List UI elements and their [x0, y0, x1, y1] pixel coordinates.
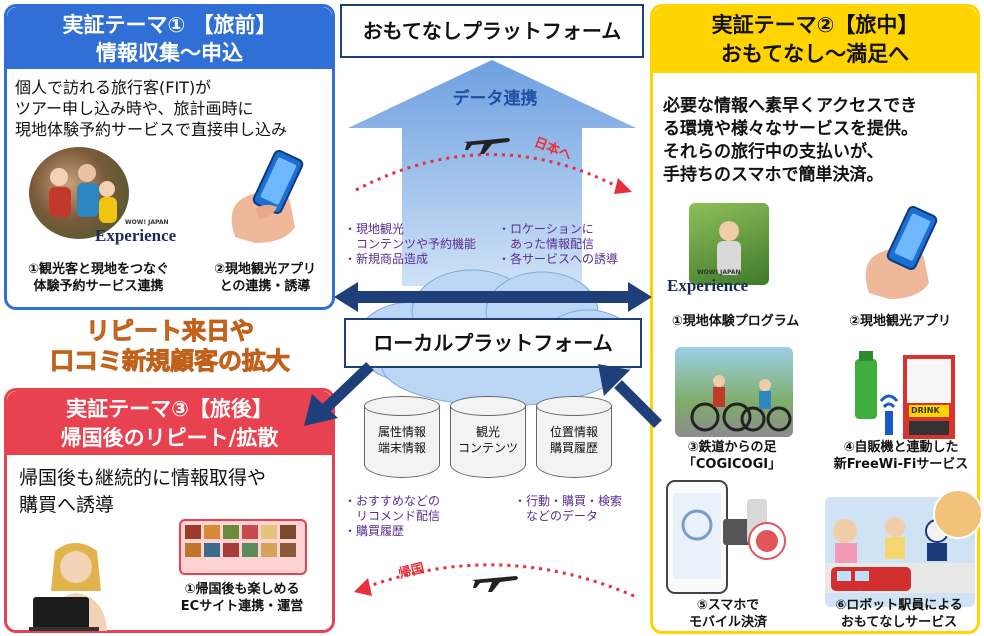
db1-top [364, 396, 440, 416]
db1-label: 属性情報 端末情報 [364, 406, 440, 478]
person-picking-icon [717, 221, 741, 275]
theme2-title-line1: 実証テーマ②【旅中】 [711, 13, 919, 37]
bullets-right: ・ロケーションに あった情報配信 ・各サービスへの誘導 [498, 222, 619, 266]
theme1-title-line2: 情報収集〜申込 [96, 41, 243, 65]
local-platform-label: ローカルプラットフォーム [373, 331, 613, 355]
theme2-body: 必要な情報へ素早くアクセスでき る環境や様々なサービスを提供。 それらの旅行中の… [663, 96, 918, 185]
db3-label: 位置情報 購買履歴 [536, 406, 612, 478]
experience-logo: WOW! JAPAN Experience [95, 219, 183, 251]
to-japan-path [355, 153, 632, 194]
db2-label: 観光 コンテンツ [450, 406, 526, 478]
theme1-experience-photo [29, 147, 129, 239]
logo-main-text: Experience [95, 226, 177, 245]
logo2-small-text: WOW! JAPAN [697, 269, 741, 276]
bullets-bottom-right: ・行動・購買・検索 などのデータ [514, 494, 623, 523]
theme3-panel: 実証テーマ③【旅後】 帰国後のリピート/拡散 帰国後も継続的に情報取得や 購買へ… [4, 388, 335, 633]
airplane-icon-return [472, 576, 518, 592]
vending-drink-label: DRINK [911, 406, 940, 415]
theme3-title-line2: 帰国後のリピート/拡散 [60, 426, 279, 450]
cycling-photo [675, 347, 793, 437]
theme2-caption3: ③鉄道からの足 「COGICOGI」 [682, 440, 782, 472]
bullets-left: ・現地観光 コンテンツや予約機能 ・新規商品造成 [344, 222, 477, 266]
mobile-payment-image [663, 479, 803, 597]
logo2-main-text: Experience [667, 276, 749, 295]
theme1-body: 個人で訪れる旅行客(FIT)が ツアー申し込み時や、旅計画時に 現地体験予約サー… [15, 78, 288, 139]
local-platform-box: ローカルプラットフォーム [344, 318, 642, 368]
experience-logo-2: WOW! JAPAN Experience [667, 269, 767, 303]
theme2-header: 実証テーマ②【旅中】 おもてなし〜満足へ [653, 7, 977, 73]
laptop-icon [29, 543, 107, 631]
product-grid-icon [185, 525, 296, 557]
omotenashi-platform-box: おもてなしプラットフォーム [340, 4, 644, 58]
vending-machine-image: DRINK [849, 349, 959, 441]
theme1-caption2: ②現地観光アプリ との連携・誘導 [213, 262, 316, 294]
data-link-arrow [348, 60, 636, 286]
theme1-caption1: ①観光客と現地をつなぐ 体験予約サービス連携 [27, 262, 169, 294]
theme2-caption4: ④自販機と連動した 新FreeWi-Fiサービス [833, 440, 969, 472]
tourism-app-phone-image [849, 203, 949, 301]
laptop-woman-image [25, 531, 125, 631]
database-location: 位置情報 購買履歴 [536, 396, 612, 478]
horizontal-double-arrow [334, 282, 652, 312]
database-attributes: 属性情報 端末情報 [364, 396, 440, 478]
theme1-header: 実証テーマ① 【旅前】 情報収集〜申込 [7, 7, 332, 69]
theme1-title-line1: 実証テーマ① 【旅前】 [62, 13, 277, 37]
omotenashi-platform-label: おもてなしプラットフォーム [362, 19, 622, 43]
phone-icon-2 [865, 206, 938, 299]
theme1-panel: 実証テーマ① 【旅前】 情報収集〜申込 個人で訪れる旅行客(FIT)が ツアー申… [4, 4, 335, 310]
phone-icon [231, 150, 304, 243]
vending-machine-icon [855, 351, 955, 439]
theme2-panel: 実証テーマ②【旅中】 おもてなし〜満足へ 必要な情報へ素早くアクセスでき る環境… [650, 4, 983, 634]
theme3-caption1: ①帰国後も楽しめる ECサイト連携・運営 [180, 582, 304, 614]
theme2-caption5: ⑤スマホで モバイル決済 [688, 598, 767, 630]
payment-terminal-icon [666, 480, 786, 594]
airplane-icon [464, 138, 510, 154]
repeat-text-line2: 口コミ新規顧客の拡大 [50, 347, 291, 376]
arrow-from-theme2 [598, 364, 662, 428]
data-link-label: データ連携 [452, 89, 538, 109]
arrow-to-theme3 [304, 362, 374, 426]
experience-program-photo [689, 203, 769, 285]
smartphone-hand-image [215, 147, 315, 245]
database-tourism: 観光 コンテンツ [450, 396, 526, 478]
people-icon [49, 164, 117, 223]
repeat-text: リピート来日や 口コミ新規顧客の拡大 [20, 316, 320, 376]
robot-inset-photo [933, 489, 983, 539]
bicycle-icon [690, 375, 792, 432]
theme3-title-line1: 実証テーマ③【旅後】 [66, 397, 273, 421]
db2-top [450, 396, 526, 416]
logo-small-text: WOW! JAPAN [125, 219, 169, 226]
theme2-caption2: ②現地観光アプリ [848, 314, 951, 329]
ec-site-screenshot [179, 519, 307, 575]
bullets-bottom-left: ・おすすめなどの リコメンド配信 ・購買履歴 [344, 494, 441, 538]
theme3-body: 帰国後も継続的に情報取得や 購買へ誘導 [19, 467, 267, 516]
theme3-header: 実証テーマ③【旅後】 帰国後のリピート/拡散 [7, 391, 332, 455]
theme2-title-line2: おもてなし〜満足へ [720, 42, 910, 66]
return-home-path [354, 563, 635, 598]
theme2-caption1: ①現地体験プログラム [671, 314, 800, 329]
theme2-caption6: ⑥ロボット駅員による おもてなしサービス [835, 598, 963, 630]
repeat-text-line1: リピート来日や [86, 317, 255, 346]
db3-top [536, 396, 612, 416]
